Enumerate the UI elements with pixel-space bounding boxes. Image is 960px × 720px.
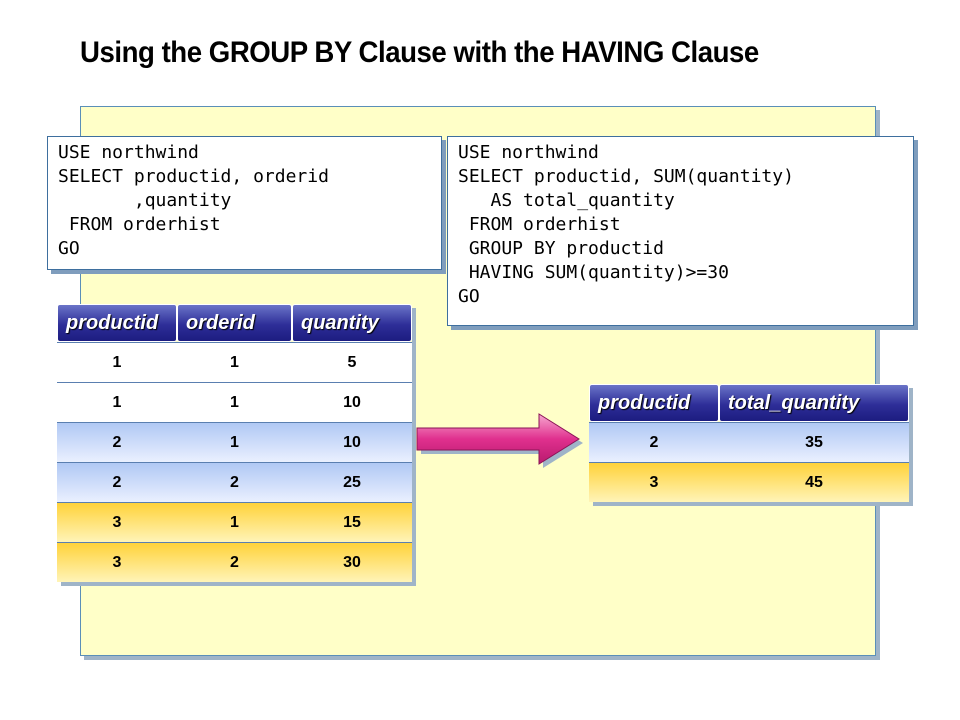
- table-cell: 2: [57, 462, 177, 502]
- table-cell: 2: [177, 462, 292, 502]
- table-cell: 1: [177, 342, 292, 382]
- table-row: 1 1 5: [57, 342, 412, 382]
- table-cell: 35: [719, 422, 909, 462]
- table-cell: 1: [177, 422, 292, 462]
- column-header-orderid: orderid: [177, 304, 292, 342]
- table-cell: 10: [292, 382, 412, 422]
- table-cell: 15: [292, 502, 412, 542]
- result-table: productid total_quantity 2 35 3 45: [589, 384, 909, 502]
- query-code-box-2: USE northwind SELECT productid, SUM(quan…: [447, 136, 914, 326]
- table-cell: 5: [292, 342, 412, 382]
- table-cell: 1: [177, 382, 292, 422]
- table-cell: 1: [57, 342, 177, 382]
- table-cell: 45: [719, 462, 909, 502]
- table-row: 3 1 15: [57, 502, 412, 542]
- slide-title: Using the GROUP BY Clause with the HAVIN…: [80, 36, 759, 69]
- table-row: 2 2 25: [57, 462, 412, 502]
- column-header-total-quantity: total_quantity: [719, 384, 909, 422]
- query-code-box-1: USE northwind SELECT productid, orderid …: [47, 136, 442, 270]
- table-row: 3 45: [589, 462, 909, 502]
- table-cell: 3: [589, 462, 719, 502]
- table-row: 3 2 30: [57, 542, 412, 582]
- table-row: 1 1 10: [57, 382, 412, 422]
- table-cell: 1: [177, 502, 292, 542]
- table-cell: 1: [57, 382, 177, 422]
- right-arrow-icon: [416, 413, 583, 468]
- table-cell: 10: [292, 422, 412, 462]
- table-cell: 25: [292, 462, 412, 502]
- table-header-row: productid total_quantity: [589, 384, 909, 422]
- table-header-row: productid orderid quantity: [57, 304, 412, 342]
- column-header-productid: productid: [589, 384, 719, 422]
- orderhist-table: productid orderid quantity 1 1 5 1 1 10 …: [57, 304, 412, 582]
- table-row: 2 35: [589, 422, 909, 462]
- table-cell: 2: [57, 422, 177, 462]
- table-cell: 3: [57, 542, 177, 582]
- column-header-quantity: quantity: [292, 304, 412, 342]
- table-cell: 2: [589, 422, 719, 462]
- table-cell: 30: [292, 542, 412, 582]
- column-header-productid: productid: [57, 304, 177, 342]
- table-cell: 3: [57, 502, 177, 542]
- table-row: 2 1 10: [57, 422, 412, 462]
- table-cell: 2: [177, 542, 292, 582]
